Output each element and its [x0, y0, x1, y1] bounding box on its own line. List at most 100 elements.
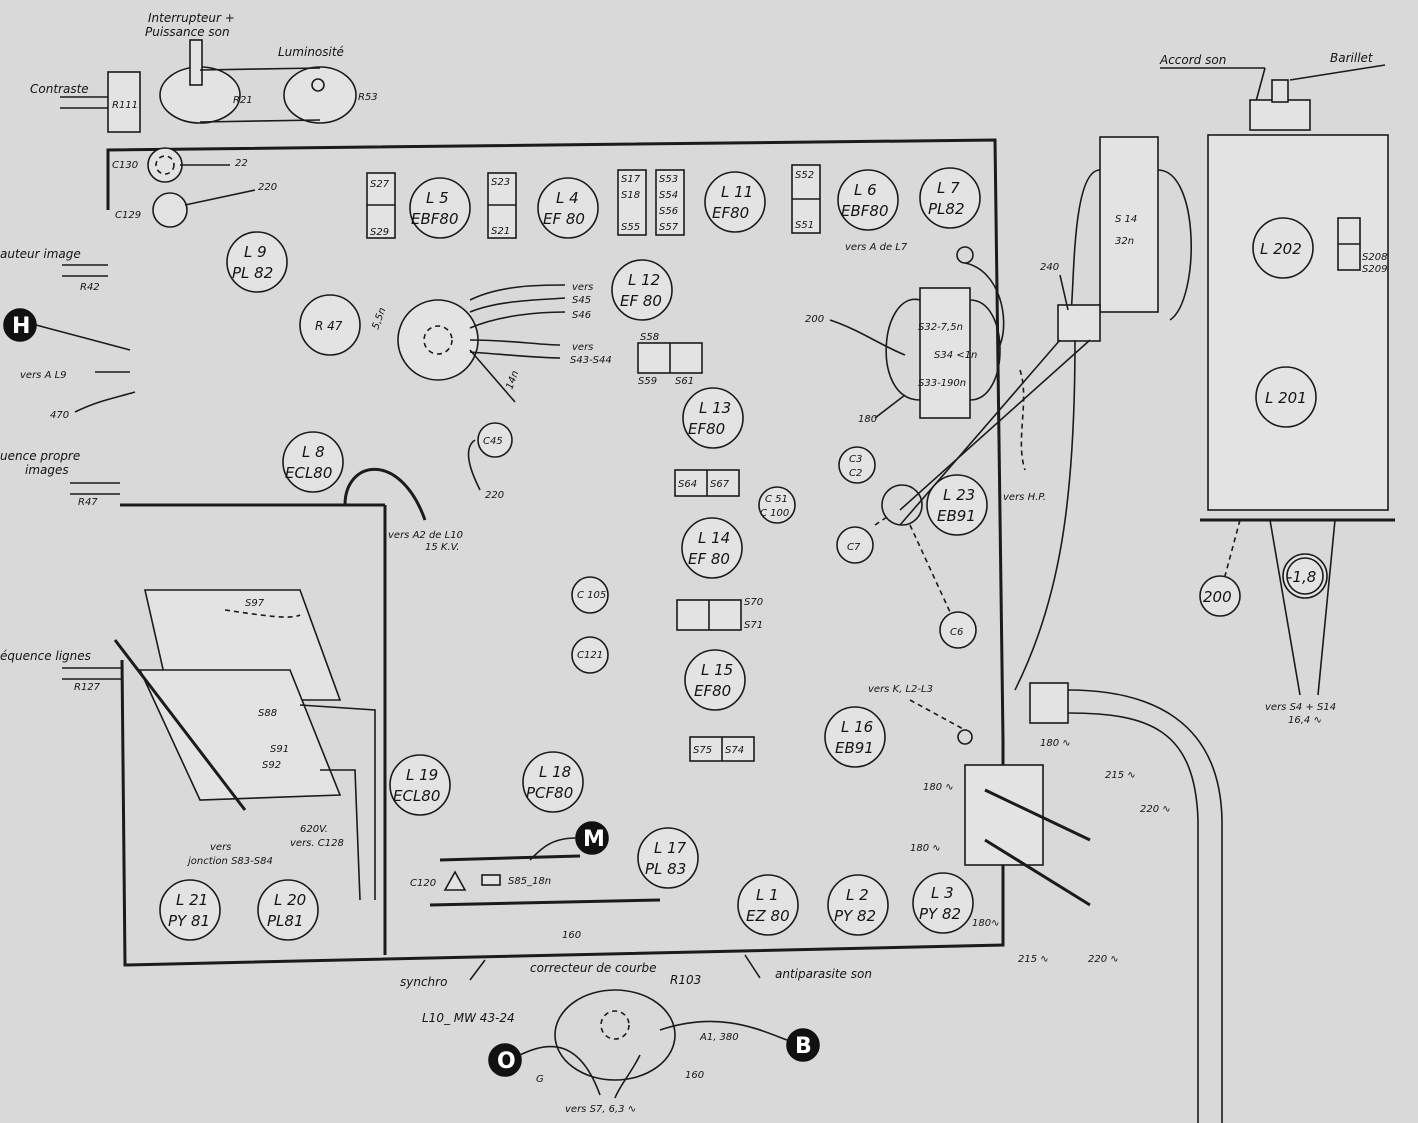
marker-o-label: O [497, 1049, 516, 1074]
contrast-pot [107, 71, 141, 133]
label-interrupteur: Interrupteur + [148, 11, 235, 25]
svg-text:EB91: EB91 [835, 739, 874, 757]
svg-text:PCF80: PCF80 [526, 784, 573, 802]
node-200 [1199, 575, 1241, 617]
svg-text:220 ∿: 220 ∿ [1140, 804, 1171, 815]
label-r47: R 47 [315, 319, 343, 333]
label-antiparasite: antiparasite son [775, 967, 872, 981]
svg-text:S57: S57 [659, 222, 679, 233]
svg-text:S67: S67 [710, 479, 730, 490]
svg-text:L 202: L 202 [1260, 240, 1302, 258]
svg-text:ECL80: ECL80 [285, 464, 332, 482]
tube-l3: L 3PY 82 [912, 872, 974, 934]
svg-text:L 9: L 9 [244, 243, 267, 261]
label-luminosite: Luminosité [278, 45, 344, 59]
svg-text:L 20: L 20 [274, 891, 306, 909]
svg-text:S34 <1n: S34 <1n [934, 350, 977, 361]
svg-text:L 21: L 21 [176, 891, 208, 909]
svg-text:L 4: L 4 [556, 189, 579, 207]
label-l10: L10_ MW 43-24 [422, 1011, 515, 1025]
cap-c130 [147, 147, 183, 183]
label-puissance: Puissance son [145, 25, 230, 39]
svg-text:vers: vers [572, 342, 593, 353]
svg-text:C6: C6 [950, 627, 963, 638]
brightness-pot [283, 66, 357, 124]
svg-text:EF80: EF80 [712, 204, 749, 222]
label-frequence-images-2: images [25, 463, 69, 477]
svg-text:180 ∿: 180 ∿ [1040, 738, 1071, 749]
marker-m-label: M [583, 827, 605, 852]
svg-text:C 51: C 51 [765, 494, 788, 505]
label-frequence-lignes: équence lignes [0, 649, 91, 663]
svg-text:PL82: PL82 [928, 200, 965, 218]
svg-text:L 17: L 17 [654, 839, 687, 857]
svg-text:PY 81: PY 81 [168, 912, 210, 930]
svg-text:215 ∿: 215 ∿ [1105, 770, 1136, 781]
deflection-board-lower [138, 669, 342, 801]
svg-text:180 ∿: 180 ∿ [923, 782, 954, 793]
label-r111: R111 [112, 100, 138, 111]
svg-text:EF 80: EF 80 [688, 550, 730, 568]
svg-text:S97: S97 [245, 598, 265, 609]
svg-text:C3: C3 [849, 454, 862, 465]
svg-text:L 1: L 1 [756, 886, 779, 904]
svg-text:L 18: L 18 [539, 763, 571, 781]
svg-text:C129: C129 [115, 210, 141, 221]
svg-text:S55: S55 [621, 222, 640, 233]
label-470: 470 [50, 410, 69, 421]
tube-l18: L 18 PCF80 [522, 751, 584, 813]
crt-socket-l10 [554, 989, 676, 1081]
svg-text:C45: C45 [483, 436, 503, 447]
label-r47-side: R47 [78, 497, 98, 508]
node-minus-18 [1282, 553, 1328, 599]
pot-r47 [299, 294, 361, 356]
svg-text:EB91: EB91 [937, 507, 976, 525]
tube-l9: L 9PL 82 [226, 231, 288, 293]
svg-text:S64: S64 [678, 479, 697, 490]
svg-text:L 6: L 6 [854, 181, 877, 199]
marker-b-label: B [795, 1034, 812, 1059]
svg-text:S29: S29 [370, 227, 389, 238]
svg-text:EF80: EF80 [688, 420, 725, 438]
svg-text:14n: 14n [504, 369, 521, 391]
svg-text:S21: S21 [491, 226, 510, 237]
label-correcteur: correcteur de courbe [530, 961, 657, 975]
svg-text:vers. C128: vers. C128 [290, 838, 344, 849]
svg-text:5,5n: 5,5n [370, 306, 388, 331]
svg-text:C7: C7 [847, 542, 861, 553]
cap-c105 [571, 576, 609, 614]
svg-text:L 7: L 7 [937, 179, 960, 197]
svg-text:EZ 80: EZ 80 [746, 907, 790, 925]
label-vers-a-l7: vers A de L7 [845, 242, 908, 253]
label-synchro: synchro [400, 975, 447, 989]
svg-text:S92: S92 [262, 760, 281, 771]
label-vers-s7: vers S7, 6,3 ∿ [565, 1104, 636, 1115]
label-vers-k: vers K, L2-L3 [868, 684, 933, 695]
svg-text:180∿: 180∿ [972, 918, 999, 929]
svg-text:S52: S52 [795, 170, 814, 181]
marker-h-label: H [12, 314, 30, 339]
svg-text:PY 82: PY 82 [919, 905, 961, 923]
socket-center [397, 299, 479, 381]
tube-l2: L 2PY 82 [827, 874, 889, 936]
label-contraste: Contraste [30, 82, 89, 96]
tube-l1: L 1 EZ 80 [737, 874, 799, 936]
transformer-s14 [1099, 136, 1159, 313]
label-vers-l9: vers A L9 [20, 370, 67, 381]
label-r127: R127 [74, 682, 101, 693]
tube-l201: L 201 [1255, 366, 1317, 428]
power-resistor-block [964, 764, 1044, 866]
svg-text:EF 80: EF 80 [543, 210, 585, 228]
svg-text:620V.: 620V. [300, 824, 328, 835]
